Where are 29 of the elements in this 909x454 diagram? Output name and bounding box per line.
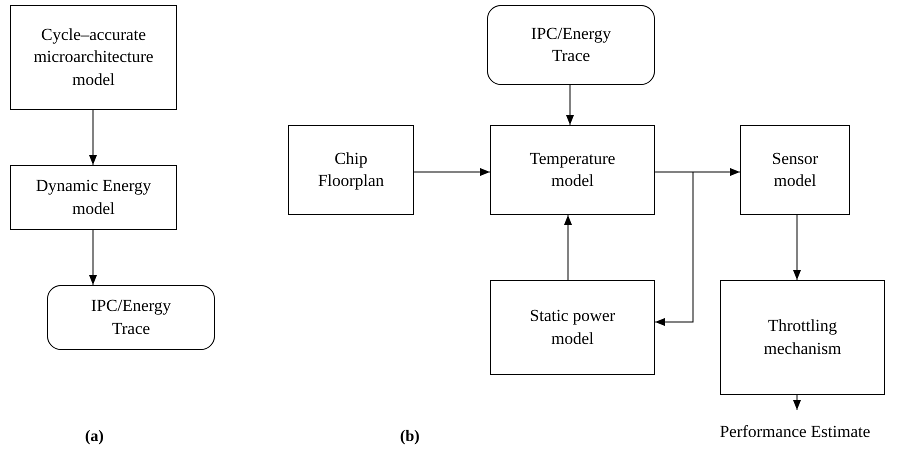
- box-label: Dynamic Energy model: [35, 175, 152, 220]
- process-box: [720, 280, 885, 395]
- arrow: [89, 230, 97, 286]
- arrow: [566, 84, 574, 126]
- box-label: Cycle–accurate microarchitecture model: [34, 24, 154, 91]
- box-label: Temperature model: [528, 148, 616, 192]
- arrow: [793, 394, 801, 410]
- box-label: Static power model: [528, 305, 616, 350]
- arrow: [564, 214, 572, 280]
- process-box: [10, 5, 177, 110]
- box-label: Chip Floorplan: [316, 148, 386, 192]
- box-label: Sensor model: [770, 148, 820, 192]
- process-box: [490, 125, 655, 215]
- panel-label: (b): [400, 428, 420, 446]
- rounded-box: [487, 5, 655, 85]
- rounded-box: [47, 285, 215, 350]
- process-box: [490, 280, 655, 375]
- box-label: IPC/Energy Trace: [530, 22, 612, 67]
- process-box: [288, 125, 414, 215]
- arrow: [793, 214, 801, 280]
- process-box: [10, 165, 177, 230]
- box-label: IPC/Energy Trace: [90, 295, 172, 340]
- panel-label: (a): [85, 428, 104, 446]
- box-label: Throttling mechanism: [762, 315, 842, 360]
- arrow: [654, 172, 694, 326]
- process-box: [740, 125, 850, 215]
- arrow: [89, 110, 97, 166]
- output-label: Performance Estimate: [720, 420, 870, 443]
- arrow: [414, 168, 490, 176]
